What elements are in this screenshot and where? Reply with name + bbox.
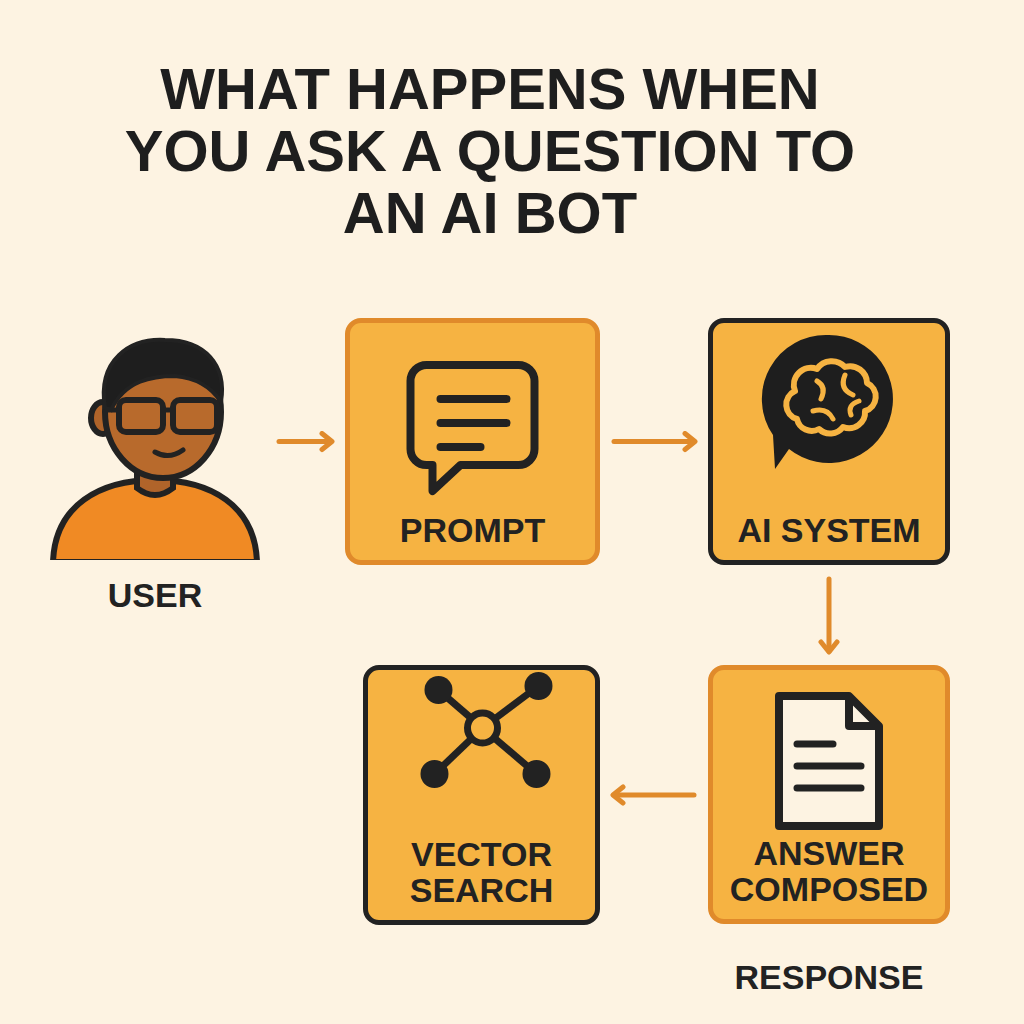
node-text-group: AI SYSTEM [713,512,945,560]
node-label: ANSWER COMPOSED [723,835,935,907]
prompt-box: PROMPT [345,318,600,565]
node-label: PROMPT [360,512,585,548]
node-icon [713,670,945,844]
node-label: USER [55,577,255,613]
node-text-group: USER [45,577,265,625]
flow-arrow [614,793,694,798]
node-text-group: VECTOR SEARCH [368,836,595,920]
user-figure: USER [45,330,265,625]
diagram-title: WHAT HAPPENS WHEN YOU ASK A QUESTION TO … [110,58,870,244]
node-label: VECTOR SEARCH [378,836,585,908]
vector-search-box: VECTOR SEARCH [363,665,600,925]
node-caption: RESPONSE [735,959,924,995]
node-text-group: ANSWER COMPOSED [713,835,945,919]
flow-arrow [614,439,694,444]
node-label: AI SYSTEM [723,512,935,548]
node-text-group: PROMPT [350,512,595,560]
node-icon [45,330,265,564]
ai-system-box: AI SYSTEM [708,318,950,565]
node-icon [350,323,595,517]
node-icon [368,670,595,834]
flow-arrow [279,439,331,444]
answer-box: ANSWER COMPOSEDRESPONSE [708,665,950,924]
flow-arrow [827,579,832,651]
node-icon [713,323,945,497]
